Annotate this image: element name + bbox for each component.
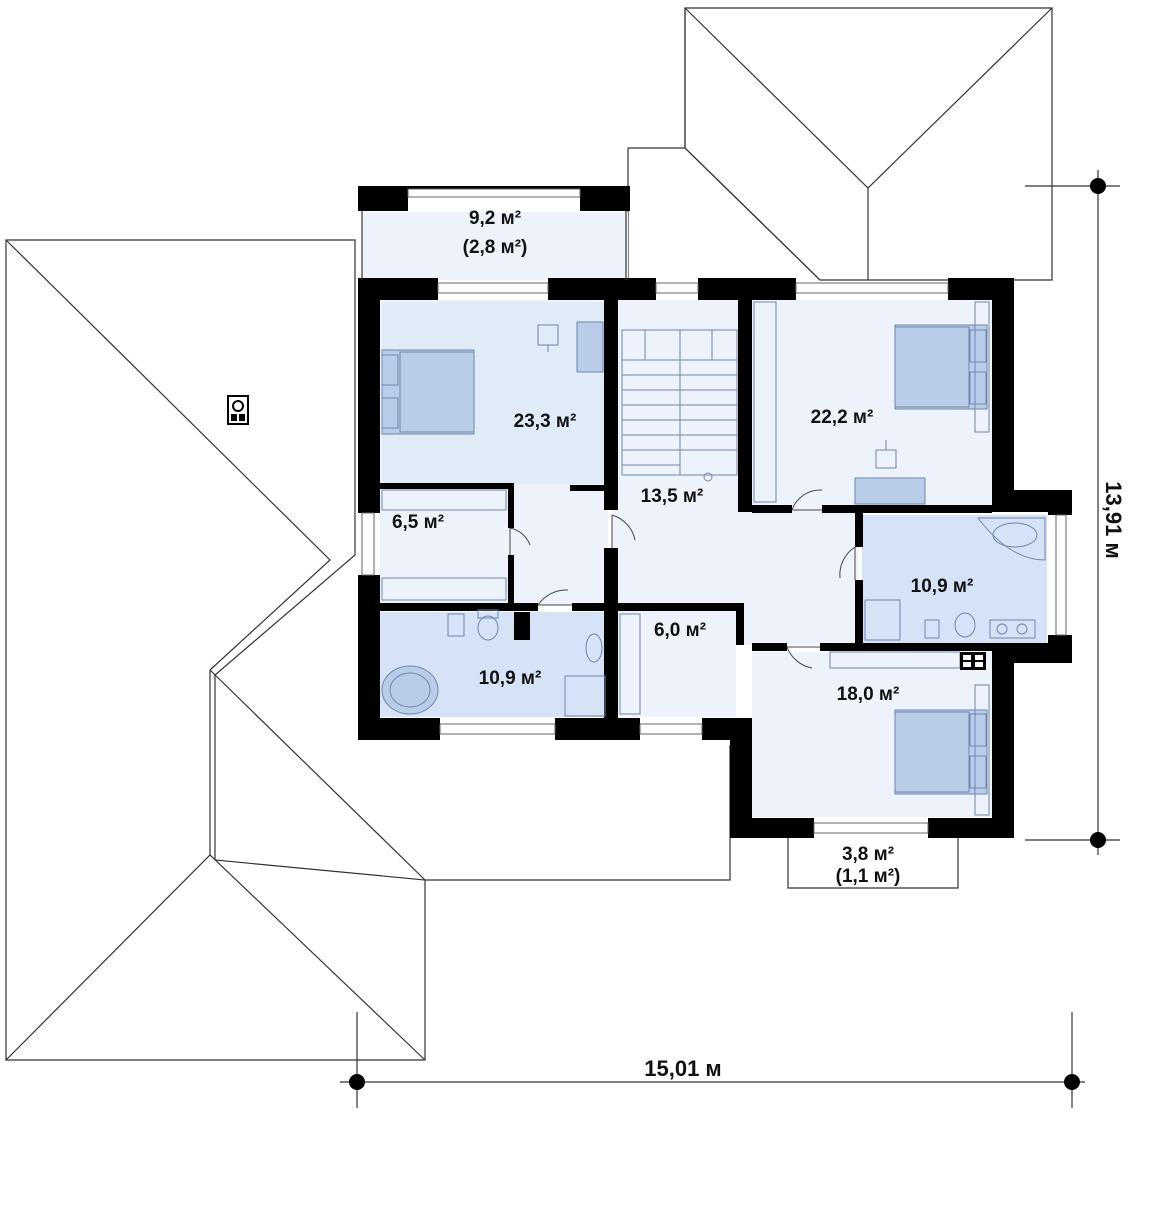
desk-right — [854, 440, 926, 505]
roof-left — [5, 239, 426, 1061]
area-bedroom-left: 23,3 м² — [514, 411, 577, 432]
bed-left — [381, 349, 475, 435]
roof-bottom-ext — [425, 745, 731, 881]
bathroom-right-fixtures — [864, 517, 1046, 641]
stove-bottom — [960, 652, 986, 670]
bed-right — [894, 301, 990, 433]
wardrobe-left-rail — [381, 489, 507, 601]
wardrobe-mid-rail — [619, 613, 641, 715]
bed-bottom — [894, 684, 990, 816]
area-bedroom-bottom: 18,0 м² — [837, 684, 900, 705]
area-wardrobe-left: 6,5 м² — [392, 512, 444, 533]
bathroom-left-fixtures — [381, 609, 606, 717]
area-balcony-bottom-sub: (1,1 м²) — [836, 866, 901, 887]
area-bathroom-right: 10,9 м² — [911, 576, 974, 597]
chimney-icon — [227, 395, 249, 425]
furniture — [227, 301, 1046, 816]
staircase — [621, 329, 738, 482]
windows — [361, 188, 1067, 834]
room-labels: 9,2 м² (2,8 м²) 23,3 м² 22,2 м² 13,5 м² … — [392, 208, 973, 887]
dimension-labels: 15,01 м 13,91 м — [644, 481, 1126, 1081]
area-hall: 13,5 м² — [641, 486, 704, 507]
area-balcony-top-sub: (2,8 м²) — [463, 237, 528, 258]
wardrobe-right-rail — [753, 301, 777, 503]
roof-top — [627, 7, 1053, 281]
dimension-depth-label: 13,91 м — [1101, 481, 1126, 558]
doors — [509, 489, 856, 669]
area-balcony-bottom: 3,8 м² — [842, 844, 894, 865]
dimension-width — [340, 1012, 1085, 1108]
room-fills — [362, 212, 1047, 817]
area-bathroom-left: 10,9 м² — [479, 668, 542, 689]
area-wardrobe-mid: 6,0 м² — [654, 620, 706, 641]
balconies — [361, 211, 959, 889]
desk-left — [537, 321, 604, 373]
area-balcony-top: 9,2 м² — [469, 208, 521, 229]
walls — [358, 186, 1072, 838]
dimension-depth — [1025, 170, 1120, 855]
dimension-width-label: 15,01 м — [644, 1056, 721, 1081]
area-bedroom-right: 22,2 м² — [811, 407, 874, 428]
